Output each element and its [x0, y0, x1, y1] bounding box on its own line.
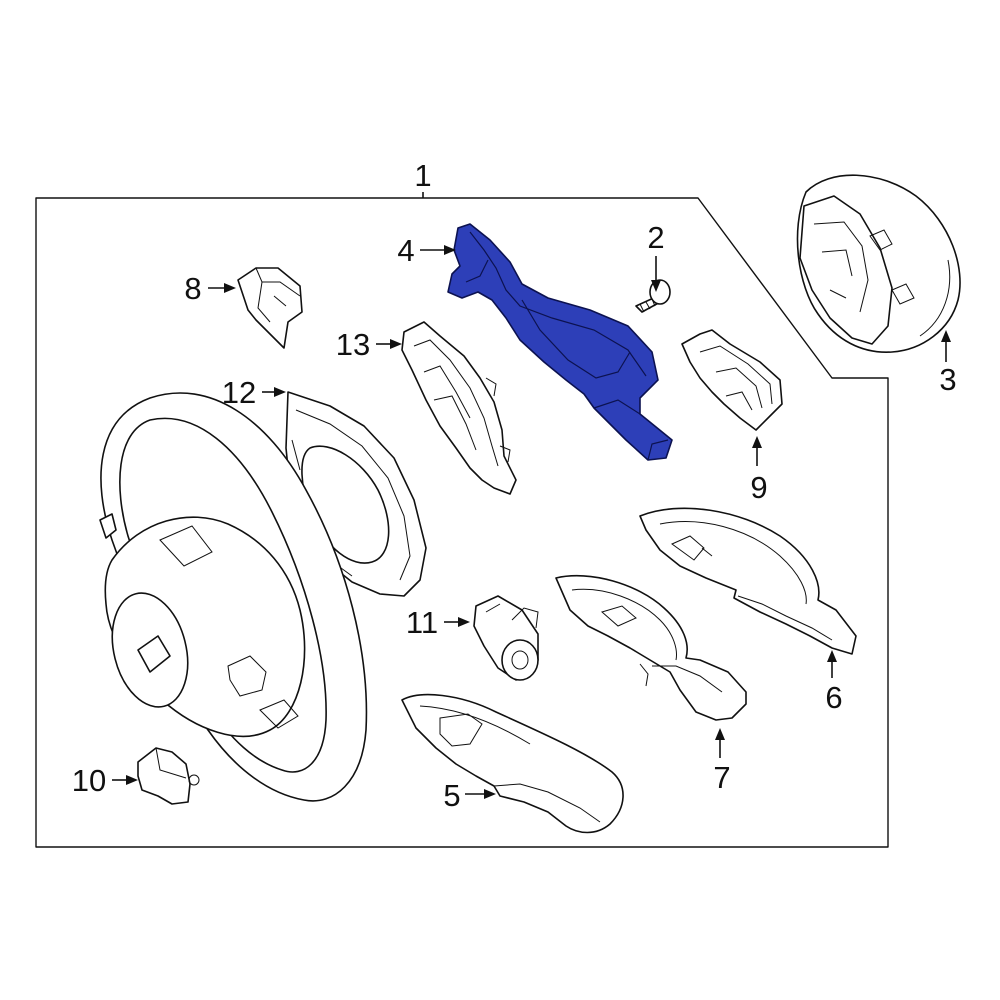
callout-10: 10 — [72, 763, 106, 798]
callout-3: 3 — [939, 362, 956, 397]
callout-7: 7 — [713, 760, 730, 795]
callout-13: 13 — [336, 327, 370, 362]
callout-6: 6 — [825, 680, 842, 715]
part-10-clip[interactable] — [137, 747, 200, 805]
callout-4: 4 — [397, 233, 414, 268]
part-7-cover[interactable] — [555, 574, 747, 721]
steering-wheel[interactable] — [99, 392, 368, 802]
assembly-frame — [35, 197, 889, 848]
leader-arrows — [112, 192, 951, 799]
callout-5: 5 — [443, 778, 460, 813]
callout-labels: 1 2 3 4 5 6 7 8 9 10 11 12 13 — [72, 158, 957, 813]
part-8-switch[interactable] — [237, 267, 303, 349]
part-11-motor[interactable] — [473, 595, 539, 681]
callout-8: 8 — [184, 271, 201, 306]
part-6-cover[interactable] — [639, 507, 857, 655]
callout-12: 12 — [222, 375, 256, 410]
part-5-cover[interactable] — [401, 693, 624, 834]
part-4-paddle-cover[interactable] — [447, 223, 673, 461]
callout-2: 2 — [647, 220, 664, 255]
callout-1: 1 — [414, 158, 431, 193]
callout-9: 9 — [750, 470, 767, 505]
part-3-airbag-module[interactable] — [796, 174, 961, 353]
callout-11: 11 — [406, 605, 438, 640]
part-13-switch-bracket[interactable] — [401, 321, 517, 495]
part-9-switch[interactable] — [681, 329, 783, 431]
